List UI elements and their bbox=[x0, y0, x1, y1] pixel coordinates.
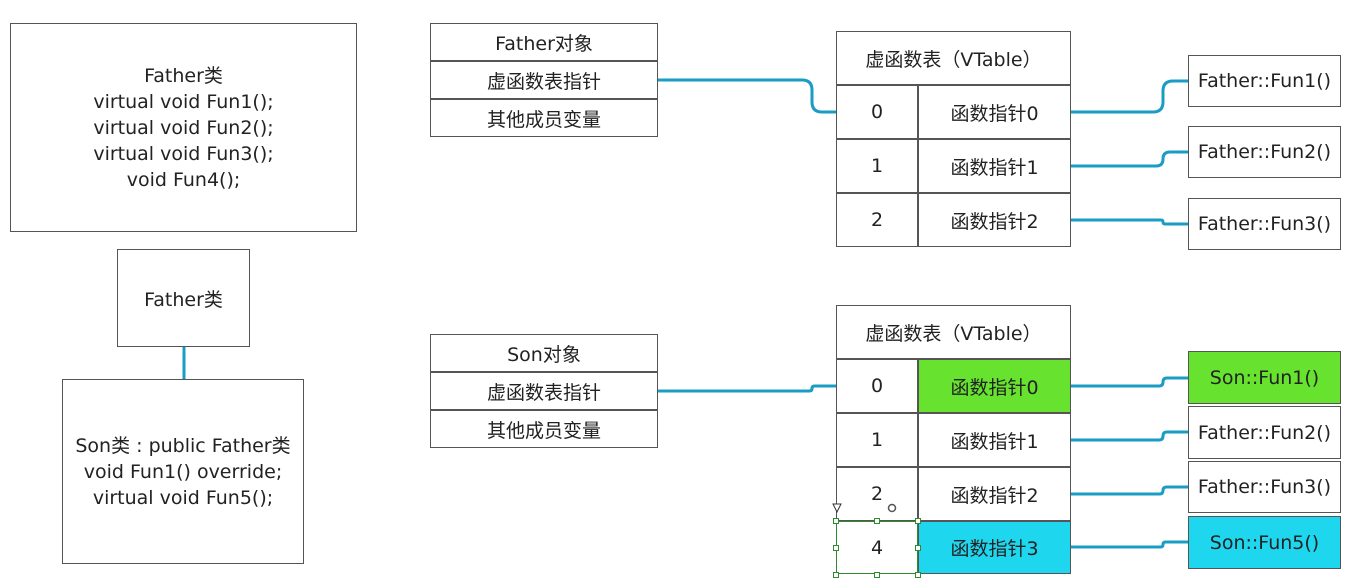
connector-line bbox=[658, 384, 836, 393]
father-class-box: Father类 virtual void Fun1(); virtual voi… bbox=[10, 23, 357, 232]
son-function-target: Father::Fun2() bbox=[1188, 406, 1341, 459]
resize-handle[interactable] bbox=[833, 545, 839, 551]
father-object-title-text: Father对象 bbox=[495, 32, 593, 55]
vtable-index-text: 2 bbox=[870, 483, 884, 505]
function-target-text: Son::Fun5() bbox=[1209, 531, 1320, 554]
function-target-text: Father::Fun3() bbox=[1197, 213, 1332, 235]
function-target-text: Father::Fun2() bbox=[1197, 421, 1332, 444]
son-object-vptr-text: 虚函数表指针 bbox=[486, 381, 601, 404]
function-target-text: Father::Fun3() bbox=[1197, 476, 1332, 498]
son-object-title-text: Son对象 bbox=[507, 343, 581, 366]
father-object-title: Father对象 bbox=[430, 23, 658, 61]
father-class-line: Father类 bbox=[144, 64, 223, 87]
vtable-index-text: 0 bbox=[870, 375, 884, 397]
father-vtable-title-text: 虚函数表（VTable） bbox=[865, 48, 1042, 71]
vtable-pointer-text: 函数指针1 bbox=[950, 156, 1039, 179]
son-vtable-title: 虚函数表（VTable） bbox=[836, 305, 1071, 359]
function-target-text: Son::Fun1() bbox=[1209, 366, 1320, 389]
son-function-target-new: Son::Fun5() bbox=[1188, 516, 1341, 569]
father-class-line: virtual void Fun3(); bbox=[93, 142, 274, 165]
resize-handle[interactable] bbox=[874, 572, 880, 578]
son-vtable-index: 0 bbox=[836, 359, 918, 413]
rotate-handle-icon[interactable] bbox=[886, 502, 898, 514]
resize-handle[interactable] bbox=[915, 572, 921, 578]
father-class-line: void Fun4(); bbox=[126, 168, 241, 191]
vtable-pointer-text: 函数指针2 bbox=[950, 484, 1039, 507]
son-vtable-index: 1 bbox=[836, 413, 918, 467]
connector-line bbox=[1071, 485, 1188, 496]
connector-line bbox=[1071, 150, 1188, 168]
anchor-arrow-icon[interactable] bbox=[831, 502, 843, 514]
father-object-members: 其他成员变量 bbox=[430, 99, 658, 137]
son-vtable-index: 2 bbox=[836, 467, 918, 521]
vtable-index-text: 2 bbox=[870, 209, 884, 231]
father-vtable-pointer: 函数指针0 bbox=[918, 85, 1071, 139]
father-vtable-index: 0 bbox=[836, 85, 918, 139]
son-class-line: Son类 : public Father类 bbox=[75, 434, 291, 457]
son-vtable-pointer: 函数指针2 bbox=[918, 467, 1071, 521]
son-function-target: Father::Fun3() bbox=[1188, 461, 1341, 513]
resize-handle[interactable] bbox=[874, 518, 880, 524]
son-object-vptr: 虚函数表指针 bbox=[430, 372, 658, 410]
resize-handle[interactable] bbox=[833, 572, 839, 578]
father-class-line: virtual void Fun2(); bbox=[93, 116, 274, 139]
father-object-vptr-text: 虚函数表指针 bbox=[486, 70, 601, 93]
inheritance-parent-box: Father类 bbox=[117, 249, 250, 347]
connector-line bbox=[658, 78, 836, 114]
son-object-members-text: 其他成员变量 bbox=[486, 419, 601, 442]
father-function-target: Father::Fun2() bbox=[1188, 126, 1341, 178]
son-class-box: Son类 : public Father类 void Fun1() overri… bbox=[62, 379, 304, 564]
vtable-pointer-text: 函数指针1 bbox=[950, 430, 1039, 453]
son-vtable-title-text: 虚函数表（VTable） bbox=[865, 322, 1042, 345]
connector-line bbox=[1071, 540, 1188, 549]
vtable-pointer-text: 函数指针0 bbox=[950, 102, 1039, 125]
father-vtable-index: 2 bbox=[836, 193, 918, 247]
son-vtable-pointer-override: 函数指针0 bbox=[918, 359, 1071, 413]
father-object-members-text: 其他成员变量 bbox=[486, 108, 601, 131]
father-function-target: Father::Fun1() bbox=[1188, 55, 1341, 107]
son-object-title: Son对象 bbox=[430, 334, 658, 372]
function-target-text: Father::Fun1() bbox=[1197, 70, 1332, 92]
son-class-line: void Fun1() override; bbox=[83, 460, 283, 483]
son-vtable-index-selected[interactable]: 4 bbox=[836, 521, 918, 574]
vtable-index-text: 0 bbox=[870, 101, 884, 123]
resize-handle[interactable] bbox=[833, 518, 839, 524]
father-object-vptr: 虚函数表指针 bbox=[430, 61, 658, 99]
resize-handle[interactable] bbox=[915, 518, 921, 524]
inheritance-parent-label: Father类 bbox=[144, 288, 223, 311]
son-vtable-pointer-new: 函数指针3 bbox=[918, 521, 1071, 574]
function-target-text: Father::Fun2() bbox=[1197, 141, 1332, 163]
connector-line bbox=[1071, 430, 1188, 442]
resize-handle[interactable] bbox=[915, 545, 921, 551]
father-function-target: Father::Fun3() bbox=[1188, 198, 1341, 250]
father-vtable-index: 1 bbox=[836, 139, 918, 193]
vtable-index-text: 1 bbox=[870, 155, 884, 177]
connector-line bbox=[1071, 376, 1188, 388]
father-vtable-pointer: 函数指针2 bbox=[918, 193, 1071, 247]
father-vtable-pointer: 函数指针1 bbox=[918, 139, 1071, 193]
vtable-pointer-text: 函数指针3 bbox=[950, 538, 1039, 560]
connector-line bbox=[1071, 79, 1188, 114]
son-function-target-override: Son::Fun1() bbox=[1188, 351, 1341, 404]
connector-line bbox=[1071, 218, 1188, 226]
son-object-members: 其他成员变量 bbox=[430, 410, 658, 448]
father-vtable-title: 虚函数表（VTable） bbox=[836, 31, 1071, 85]
father-class-line: virtual void Fun1(); bbox=[93, 90, 274, 113]
vtable-pointer-text: 函数指针0 bbox=[950, 376, 1039, 399]
vtable-pointer-text: 函数指针2 bbox=[950, 210, 1039, 233]
vtable-index-text: 1 bbox=[870, 429, 884, 451]
son-class-line: virtual void Fun5(); bbox=[92, 486, 274, 509]
son-vtable-pointer: 函数指针1 bbox=[918, 413, 1071, 467]
vtable-index-text: 4 bbox=[870, 536, 884, 559]
